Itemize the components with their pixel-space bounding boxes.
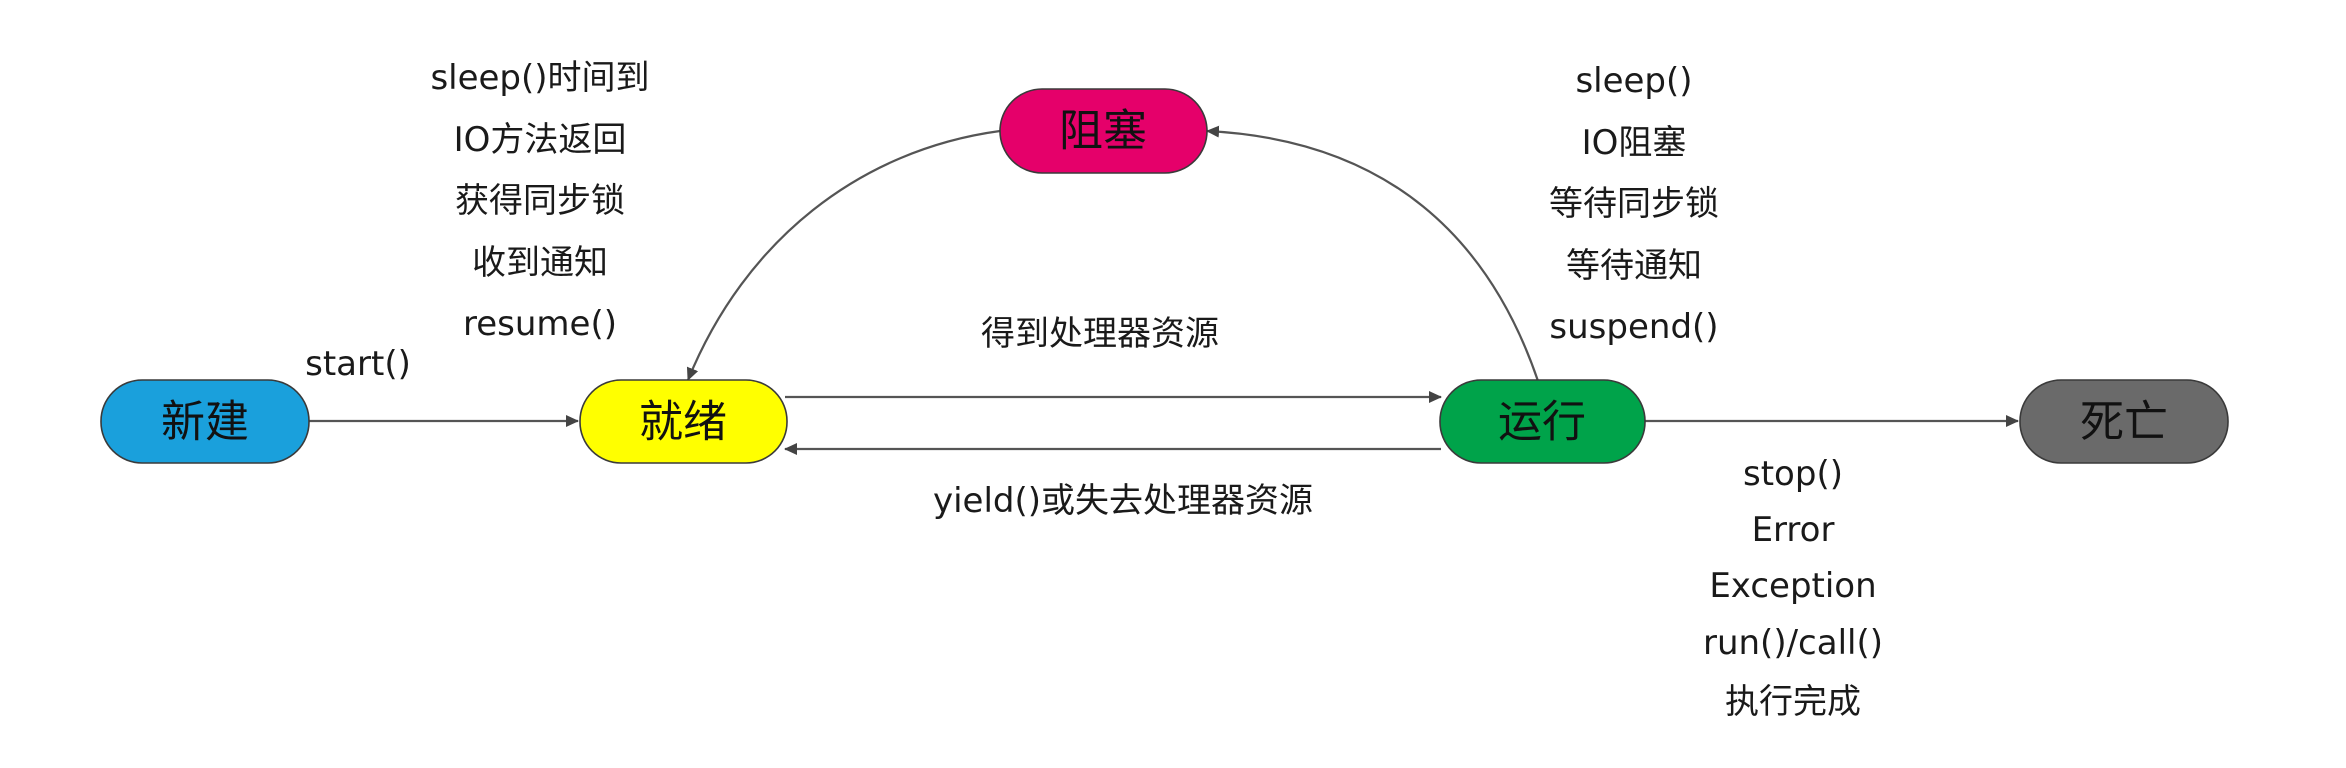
label-blocked-to-ready-3: 获得同步锁 [455,181,625,221]
label-group-running-to-dead: stop() Error Exception run()/call() 执行完成 [1703,454,1883,722]
label-running-to-dead-3: Exception [1709,566,1876,606]
label-running-to-dead-1: stop() [1743,454,1843,494]
state-blocked: 阻塞 [999,88,1208,174]
label-running-to-dead-2: Error [1752,510,1835,550]
state-running-shape [1439,379,1646,464]
label-blocked-to-ready-5: resume() [463,304,617,344]
label-blocked-to-ready-2: IO方法返回 [454,120,627,160]
label-blocked-to-ready-4: 收到通知 [472,243,608,283]
label-running-to-dead-4: run()/call() [1703,623,1883,663]
label-running-to-blocked-4: 等待通知 [1566,246,1702,286]
label-running-to-blocked-2: IO阻塞 [1582,123,1687,163]
state-dead-shape [2019,379,2229,464]
state-ready-label: 就绪 [639,397,727,448]
state-ready-shape [579,379,788,464]
state-blocked-label: 阻塞 [1059,106,1147,157]
label-running-to-blocked-1: sleep() [1575,61,1692,101]
state-new-shape [100,379,310,464]
label-running-to-dead-5: 执行完成 [1725,682,1861,722]
state-dead: 死亡 [2019,379,2229,464]
label-start: start() [305,344,411,384]
state-blocked-shape [999,88,1208,174]
state-new: 新建 [100,379,310,464]
label-running-to-blocked-3: 等待同步锁 [1549,184,1719,224]
edge-blocked-to-ready [686,129,1001,381]
label-blocked-to-ready-1: sleep()时间到 [430,58,649,98]
label-group-blocked-to-ready: sleep()时间到 IO方法返回 获得同步锁 收到通知 resume() [430,58,649,344]
state-running: 运行 [1439,379,1646,464]
state-dead-label: 死亡 [2080,397,2168,448]
label-ready-to-running: 得到处理器资源 [981,314,1219,354]
state-new-label: 新建 [161,397,249,448]
edge-running-to-blocked [1206,125,1540,382]
label-running-to-blocked-5: suspend() [1549,307,1718,347]
label-group-running-to-blocked: sleep() IO阻塞 等待同步锁 等待通知 suspend() [1549,61,1719,347]
state-ready: 就绪 [579,379,788,464]
state-running-label: 运行 [1498,397,1586,448]
label-running-to-ready: yield()或失去处理器资源 [933,481,1313,521]
